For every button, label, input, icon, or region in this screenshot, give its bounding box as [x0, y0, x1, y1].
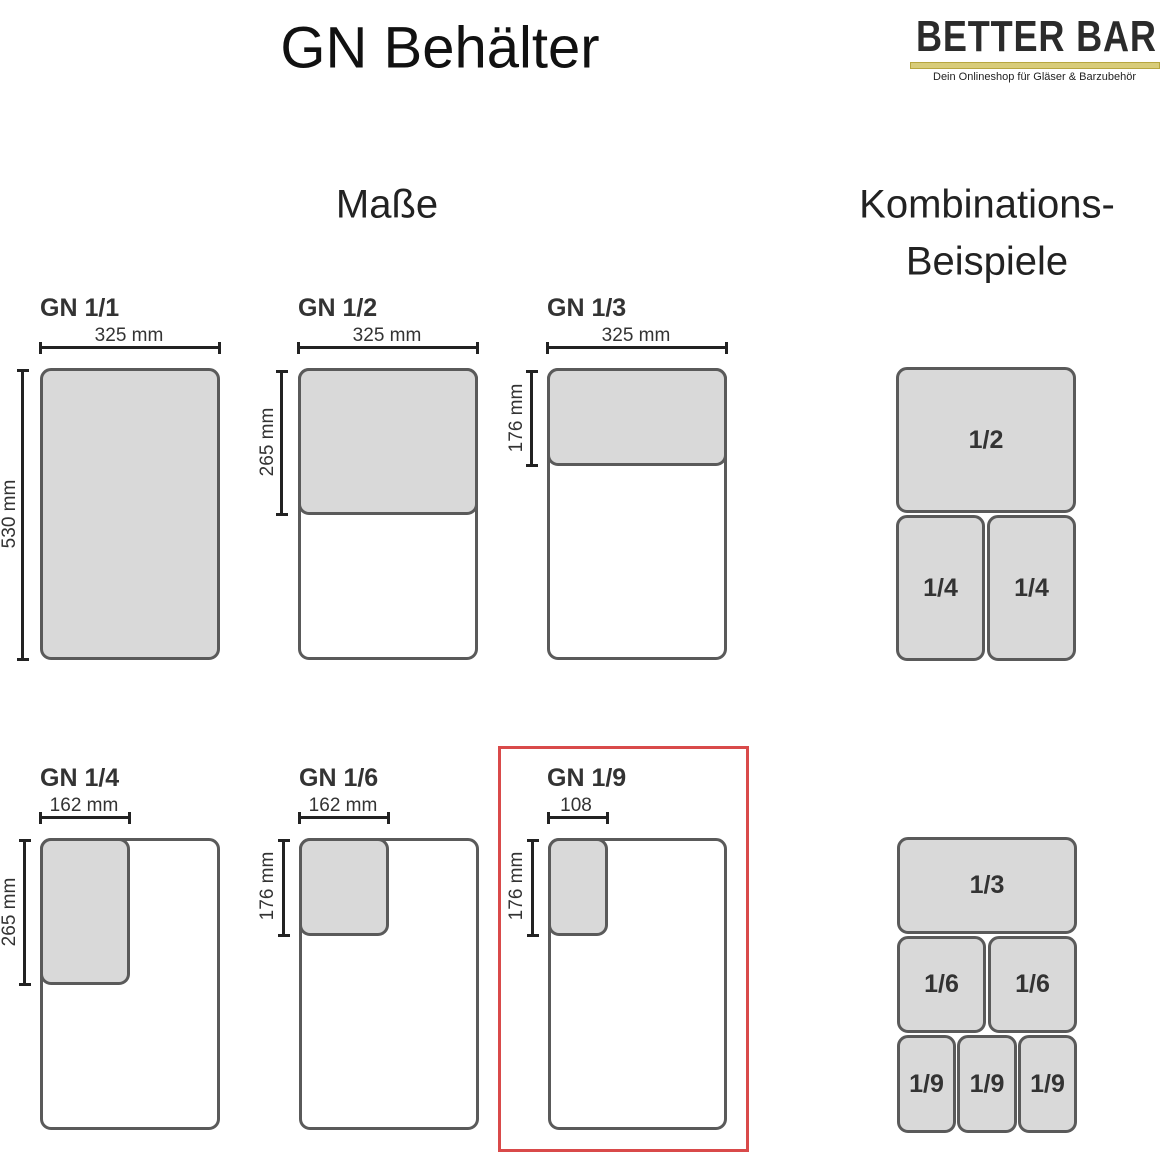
container-label: GN 1/1: [40, 294, 120, 322]
width-dimension: [297, 342, 479, 354]
section-combinations-heading: Kombinations-: [859, 182, 1115, 227]
combo-pan: 1/9: [1018, 1035, 1077, 1133]
logo-bar-icon: [910, 62, 1160, 69]
width-label: 108: [560, 795, 592, 816]
section-dimensions-heading: Maße: [335, 182, 439, 227]
height-dimension: [278, 839, 290, 937]
height-label: 176 mm: [506, 851, 527, 921]
combo-pan: 1/4: [987, 515, 1076, 661]
combo-pan: 1/9: [957, 1035, 1017, 1133]
highlight-frame: [498, 746, 749, 1152]
width-label: 325 mm: [601, 325, 671, 346]
width-dimension: [39, 812, 131, 824]
container-outline: [548, 838, 727, 1130]
height-label: 176 mm: [257, 851, 278, 921]
better-bar-logo[interactable]: BETTER BAR Dein Onlineshop für Gläser & …: [908, 4, 1160, 88]
width-label: 162 mm: [308, 795, 378, 816]
width-dimension: [546, 342, 728, 354]
combo-pan: 1/3: [897, 837, 1077, 934]
height-dimension: [17, 369, 29, 661]
container-label: GN 1/9: [547, 764, 627, 792]
width-label: 325 mm: [94, 325, 164, 346]
section-combinations-heading-2: Beispiele: [905, 239, 1069, 284]
width-dimension: [39, 342, 221, 354]
height-label: 265 mm: [0, 877, 20, 947]
container-fill: [548, 838, 608, 936]
container-fill: [40, 368, 220, 660]
container-fill: [299, 838, 389, 936]
width-label: 162 mm: [49, 795, 119, 816]
height-label: 530 mm: [0, 479, 20, 549]
width-dimension: [298, 812, 390, 824]
container-fill: [547, 368, 727, 466]
height-dimension: [276, 370, 288, 516]
height-label: 176 mm: [506, 383, 527, 453]
width-label: 325 mm: [352, 325, 422, 346]
height-dimension: [19, 839, 31, 986]
height-dimension: [527, 839, 539, 937]
height-label: 265 mm: [257, 407, 278, 477]
combo-pan: 1/6: [897, 936, 986, 1033]
height-dimension: [526, 370, 538, 467]
combo-pan: 1/4: [896, 515, 985, 661]
container-label: GN 1/4: [40, 764, 120, 792]
container-fill: [40, 838, 130, 985]
logo-name: BETTER BAR: [916, 12, 1157, 61]
container-label: GN 1/6: [299, 764, 379, 792]
container-fill: [298, 368, 478, 515]
combo-pan: 1/2: [896, 367, 1076, 513]
width-dimension: [547, 812, 609, 824]
logo-tagline: Dein Onlineshop für Gläser & Barzubehör: [933, 71, 1136, 83]
combo-pan: 1/6: [988, 936, 1077, 1033]
combo-pan: 1/9: [897, 1035, 956, 1133]
container-label: GN 1/3: [547, 294, 627, 322]
page-title: GN Behälter: [280, 15, 600, 81]
container-label: GN 1/2: [298, 294, 378, 322]
